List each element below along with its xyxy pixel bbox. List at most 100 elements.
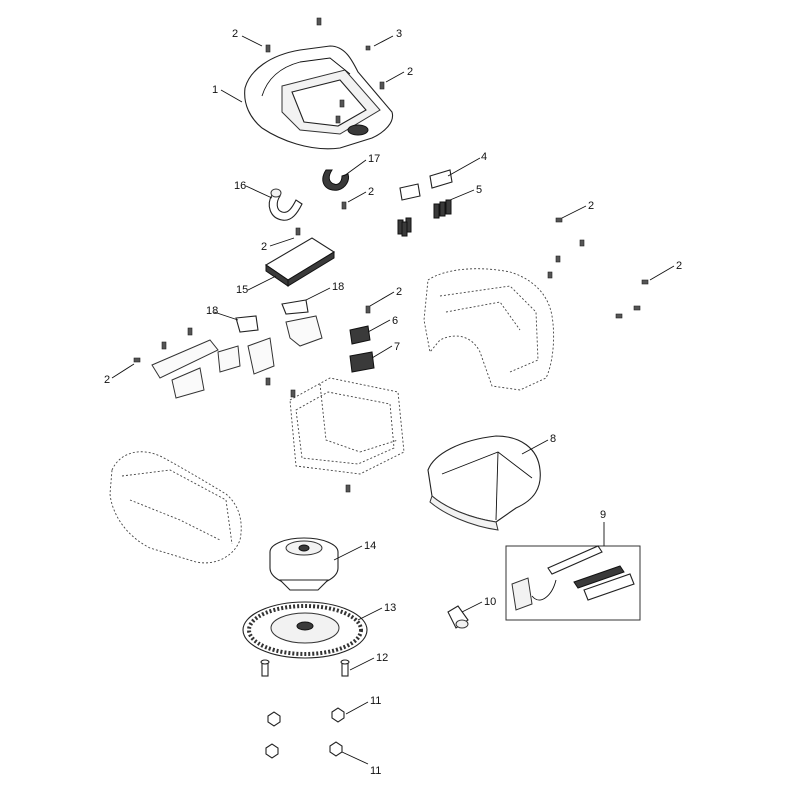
screw-top-cover-3	[365, 45, 371, 51]
callout-2g: 2	[396, 286, 402, 298]
screw-pcb-4	[265, 377, 271, 386]
leader-16	[245, 185, 273, 199]
part-pad-18a	[235, 315, 259, 333]
callout-2h: 2	[104, 374, 110, 386]
leader-18b	[305, 287, 331, 301]
screw-top-cover-2	[265, 44, 271, 53]
part-spring-5	[397, 199, 452, 237]
part-handle-16	[268, 188, 303, 221]
part-pcb-bracket	[151, 315, 323, 399]
callout-11b: 11	[370, 765, 381, 777]
part-button-4b	[429, 169, 453, 189]
part-left-body-frame	[109, 451, 242, 564]
part-button-4a	[399, 183, 421, 201]
callout-15: 15	[236, 284, 248, 296]
leader-2b	[385, 71, 405, 83]
leader-11a	[345, 701, 369, 715]
callout-11a: 11	[370, 695, 381, 707]
screw-frame-r4	[547, 271, 553, 279]
callout-2d: 2	[588, 200, 594, 212]
leader-11b	[341, 751, 369, 765]
callout-7: 7	[394, 341, 400, 353]
screw-frame-r2	[579, 239, 585, 247]
screw-pcb-3	[187, 327, 193, 336]
part-bolt-12b	[340, 659, 350, 677]
leader-2a	[241, 35, 263, 47]
callout-14: 14	[364, 540, 376, 552]
part-pad-18b	[281, 299, 309, 315]
callout-5: 5	[476, 184, 482, 196]
part-nut-11a	[267, 711, 281, 727]
leader-8	[521, 439, 549, 455]
screw-handle-17	[341, 201, 347, 210]
callout-4: 4	[481, 151, 487, 163]
leader-lines	[111, 35, 675, 765]
part-right-body-frame	[423, 268, 555, 391]
leader-1	[220, 89, 243, 103]
screw-frame-r7	[633, 305, 641, 311]
callout-2b: 2	[407, 66, 413, 78]
leader-4	[447, 157, 481, 177]
screw-top-cover-5	[339, 99, 345, 108]
screw-pcb-2	[161, 341, 167, 350]
screw-frame-r6	[615, 313, 623, 319]
screw-top-cover-4	[379, 81, 385, 90]
part-battery-15	[264, 237, 336, 287]
callout-8: 8	[550, 433, 556, 445]
screw-pcb-1	[133, 357, 141, 363]
part-connector-7	[349, 351, 375, 373]
part-handle-17	[322, 169, 349, 191]
callout-17: 17	[368, 153, 380, 165]
leader-18a	[213, 311, 239, 321]
part-nut-11b	[331, 707, 345, 723]
callout-16: 16	[234, 180, 246, 192]
callout-6: 6	[392, 315, 398, 327]
part-top-cover	[244, 45, 394, 150]
leader-15	[247, 275, 277, 291]
screw-frame-r1	[555, 217, 563, 223]
leader-7	[371, 345, 393, 359]
leader-2h	[111, 363, 135, 379]
leader-3	[373, 35, 394, 47]
screw-connector	[365, 305, 371, 314]
part-bushing-10	[447, 605, 469, 629]
callout-3: 3	[396, 28, 402, 40]
part-motor-14	[269, 537, 339, 591]
part-bolt-12a	[260, 659, 270, 677]
leader-14	[333, 545, 363, 561]
screw-battery	[295, 227, 301, 236]
callout-2e: 2	[261, 241, 267, 253]
callout-2a: 2	[232, 28, 238, 40]
leader-2e	[269, 237, 295, 247]
leader-13	[357, 607, 383, 621]
screw-top-cover-6	[335, 115, 341, 124]
leader-2c	[347, 191, 367, 203]
leader-17	[343, 159, 367, 177]
callout-18b: 18	[332, 281, 344, 293]
leader-2d	[561, 205, 587, 219]
callout-labels: 1 2 3 2 17 16 2 4 5 2 2 2 15 18 2 18 6 7…	[104, 28, 682, 777]
callout-9: 9	[600, 509, 606, 521]
screw-top-cover-1	[316, 17, 322, 26]
leader-10	[461, 601, 483, 613]
screw-chassis-2	[345, 484, 351, 493]
callout-10: 10	[484, 596, 496, 608]
part-chassis-frame	[289, 377, 405, 475]
part-nut-11d	[329, 741, 343, 757]
leader-2f	[649, 265, 675, 281]
part-connector-6	[349, 325, 371, 345]
callout-12: 12	[376, 652, 388, 664]
leader-6	[367, 319, 391, 333]
part-nut-11c	[265, 743, 279, 759]
screw-chassis-1	[290, 389, 296, 398]
part-led-kit-box-9	[505, 545, 641, 621]
screw-frame-r3	[555, 255, 561, 263]
part-rear-cover-8	[427, 435, 541, 531]
callout-13: 13	[384, 602, 396, 614]
part-blade-disc-13	[242, 601, 368, 659]
callout-2c: 2	[368, 186, 374, 198]
callout-1: 1	[212, 84, 218, 96]
leader-12	[349, 657, 375, 671]
